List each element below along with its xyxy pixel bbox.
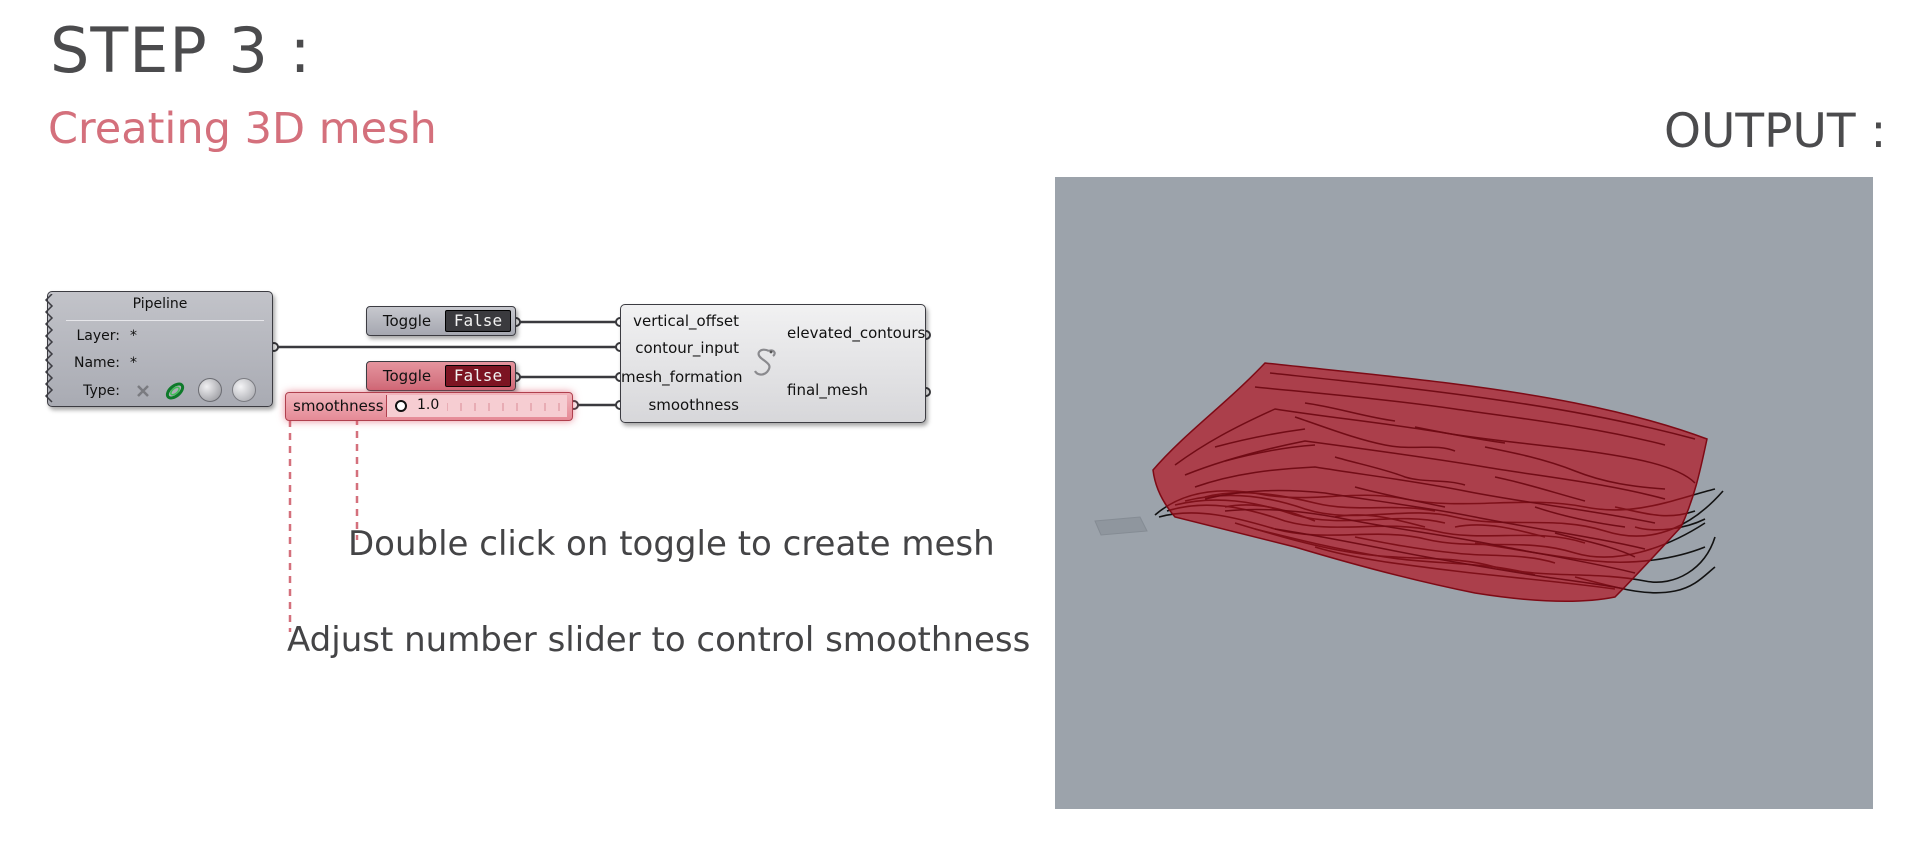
- slider-track[interactable]: 1.0: [386, 395, 567, 417]
- pipeline-layer-value: *: [130, 328, 137, 344]
- toggle-label: Toggle: [382, 312, 432, 330]
- toggle-value[interactable]: False: [445, 310, 511, 332]
- zigzag-edge-icon: [44, 294, 54, 403]
- output-elevated-contours: elevated_contours: [787, 324, 926, 342]
- pipeline-layer-label: Layer:: [76, 328, 120, 344]
- slider-knob[interactable]: [395, 400, 407, 412]
- vertical-offset-toggle[interactable]: Toggle False: [366, 306, 516, 336]
- pipeline-type-label: Type:: [83, 383, 120, 399]
- python-mesh-component[interactable]: vertical_offset contour_input mesh_forma…: [620, 304, 926, 423]
- python-snake-icon: [754, 348, 776, 376]
- output-title: OUTPUT :: [1664, 104, 1887, 159]
- final-mesh: [1152, 362, 1708, 603]
- toggle-value[interactable]: False: [445, 365, 511, 387]
- input-mesh-formation: mesh_formation: [621, 368, 743, 386]
- input-smoothness: smoothness: [648, 396, 739, 414]
- pipeline-component[interactable]: Pipeline Layer: * Name: * Type:: [44, 291, 273, 407]
- pipeline-divider: [66, 320, 264, 321]
- pipeline-name-label: Name:: [73, 355, 120, 371]
- rhino-viewport[interactable]: [1055, 177, 1873, 809]
- toggle-label: Toggle: [382, 367, 432, 385]
- input-vertical-offset: vertical_offset: [633, 312, 739, 330]
- mesh-formation-toggle[interactable]: Toggle False: [366, 361, 516, 391]
- step-subtitle: Creating 3D mesh: [48, 104, 437, 154]
- toggle-instruction: Double click on toggle to create mesh: [348, 524, 995, 564]
- point-icon[interactable]: [134, 382, 152, 400]
- curve-icon[interactable]: [162, 378, 188, 404]
- slider-label: smoothness: [293, 397, 384, 415]
- mesh-icon[interactable]: [232, 378, 256, 402]
- slider-ticks: [447, 403, 560, 411]
- input-contour-input: contour_input: [635, 339, 739, 357]
- pipeline-title: Pipeline: [132, 296, 188, 312]
- surface-icon[interactable]: [198, 378, 222, 402]
- ground-plane-icon: [1094, 516, 1148, 536]
- pipeline-name-value: *: [130, 355, 137, 371]
- slider-value: 1.0: [417, 397, 440, 413]
- step-title: STEP 3 :: [50, 14, 312, 87]
- smoothness-slider[interactable]: smoothness 1.0: [285, 392, 573, 421]
- slider-instruction: Adjust number slider to control smoothne…: [287, 620, 1031, 660]
- output-final-mesh: final_mesh: [787, 381, 868, 399]
- mesh-preview: [1094, 362, 1724, 603]
